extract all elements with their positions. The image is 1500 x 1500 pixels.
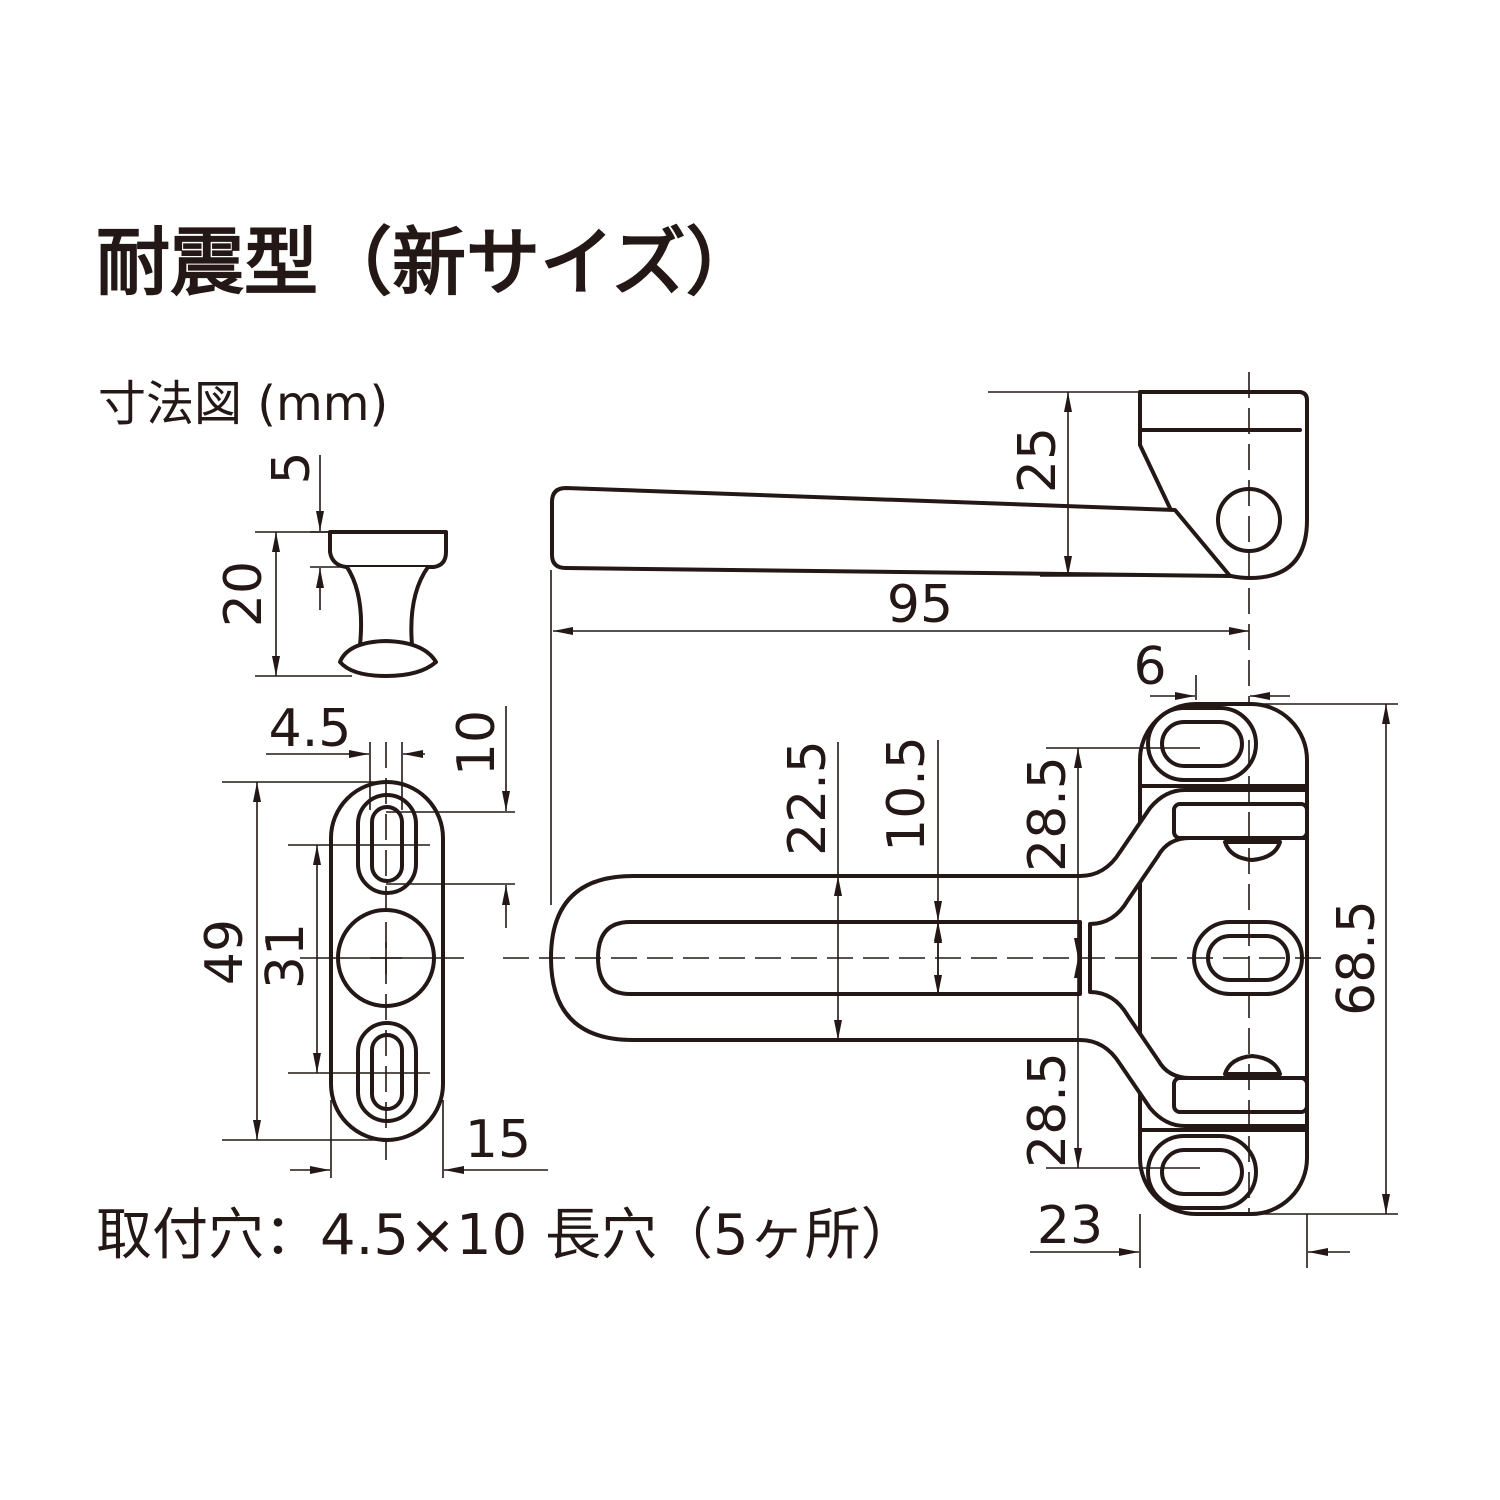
dim-hole-pitch: 31 bbox=[256, 923, 316, 989]
dim-knob-top: 5 bbox=[262, 451, 322, 484]
arm-dimensions bbox=[550, 372, 1250, 905]
dim-arm-length: 95 bbox=[887, 575, 953, 635]
dim-upper-pitch: 28.5 bbox=[1018, 756, 1078, 872]
knob-dimensions bbox=[255, 455, 352, 677]
dim-base-length: 68.5 bbox=[1327, 900, 1387, 1016]
dim-outer-width: 22.5 bbox=[778, 740, 838, 856]
small-plate-dimensions bbox=[222, 706, 548, 1178]
small-plate bbox=[329, 780, 445, 1142]
guard-dimensions bbox=[503, 675, 1398, 1268]
dim-base-width: 23 bbox=[1037, 1196, 1103, 1256]
dim-arm-height: 25 bbox=[1008, 427, 1068, 493]
dim-slot-length: 10 bbox=[447, 710, 507, 776]
dim-plate-width: 15 bbox=[465, 1110, 531, 1170]
dim-lower-pitch: 28.5 bbox=[1018, 1052, 1078, 1168]
page-title: 耐震型（新サイズ） bbox=[96, 220, 760, 306]
dim-knob-height: 20 bbox=[214, 561, 274, 627]
dim-slot-width: 4.5 bbox=[269, 699, 352, 759]
dim-pivot-offset: 6 bbox=[1133, 637, 1166, 697]
drawing-unit-label: 寸法図 (mm) bbox=[98, 376, 389, 432]
knob-side-view bbox=[328, 530, 448, 678]
arm-side-view bbox=[550, 390, 1309, 580]
dim-inner-width: 10.5 bbox=[877, 736, 937, 852]
mounting-hole-note: 取付穴：4.5×10 長穴（5ヶ所） bbox=[96, 1203, 917, 1268]
dim-plate-length: 49 bbox=[195, 919, 255, 985]
